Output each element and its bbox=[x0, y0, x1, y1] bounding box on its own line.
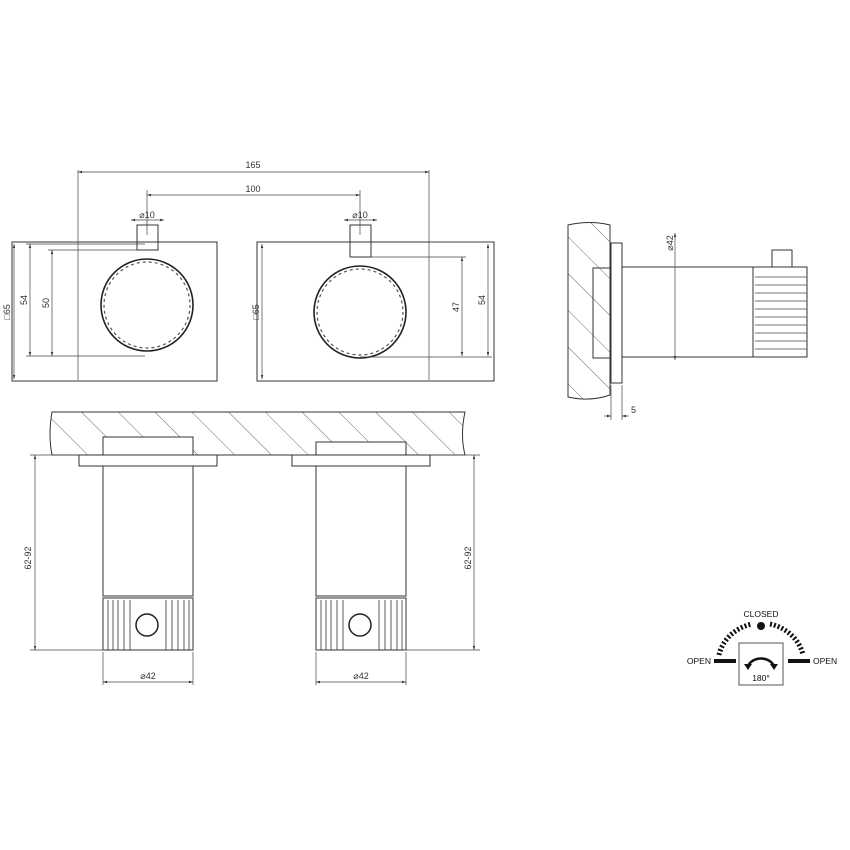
side-knurled-knob bbox=[752, 249, 808, 358]
svg-text:165: 165 bbox=[245, 160, 260, 170]
svg-text:□65: □65 bbox=[2, 304, 12, 319]
svg-text:□65: □65 bbox=[251, 304, 261, 319]
svg-text:CLOSED: CLOSED bbox=[744, 609, 779, 619]
bottom-view: 62-92 ⌀42 62-92 bbox=[23, 411, 480, 685]
front-view: 165 100 ⌀10 □65 54 5 bbox=[2, 160, 495, 382]
bottom-left-valve: 62-92 ⌀42 bbox=[23, 436, 218, 685]
svg-text:⌀42: ⌀42 bbox=[665, 235, 675, 250]
bottom-right-valve: 62-92 ⌀42 bbox=[291, 441, 480, 685]
right-plate: ⌀10 □65 47 54 bbox=[251, 210, 495, 382]
svg-text:⌀42: ⌀42 bbox=[140, 671, 155, 681]
svg-text:47: 47 bbox=[451, 302, 461, 312]
rotation-legend: CLOSED OPEN OPEN 180° bbox=[687, 609, 837, 686]
svg-text:62-92: 62-92 bbox=[463, 546, 473, 569]
svg-text:54: 54 bbox=[477, 295, 487, 305]
svg-text:OPEN: OPEN bbox=[813, 656, 837, 666]
svg-text:⌀42: ⌀42 bbox=[353, 671, 368, 681]
svg-text:54: 54 bbox=[19, 295, 29, 305]
svg-text:⌀10: ⌀10 bbox=[352, 210, 367, 220]
side-view: ⌀42 5 bbox=[567, 222, 808, 420]
svg-text:⌀10: ⌀10 bbox=[139, 210, 154, 220]
svg-text:180°: 180° bbox=[752, 673, 770, 683]
svg-text:OPEN: OPEN bbox=[687, 656, 711, 666]
closed-dot-icon bbox=[757, 622, 765, 630]
svg-text:5: 5 bbox=[631, 405, 636, 415]
dimension-center-distance: 100 bbox=[146, 184, 361, 235]
left-plate: ⌀10 □65 54 50 bbox=[2, 210, 218, 382]
svg-text:62-92: 62-92 bbox=[23, 546, 33, 569]
dimension-overall-width: 165 bbox=[77, 160, 430, 380]
svg-text:100: 100 bbox=[245, 184, 260, 194]
svg-text:50: 50 bbox=[41, 298, 51, 308]
rotation-arrow-icon bbox=[746, 657, 776, 667]
